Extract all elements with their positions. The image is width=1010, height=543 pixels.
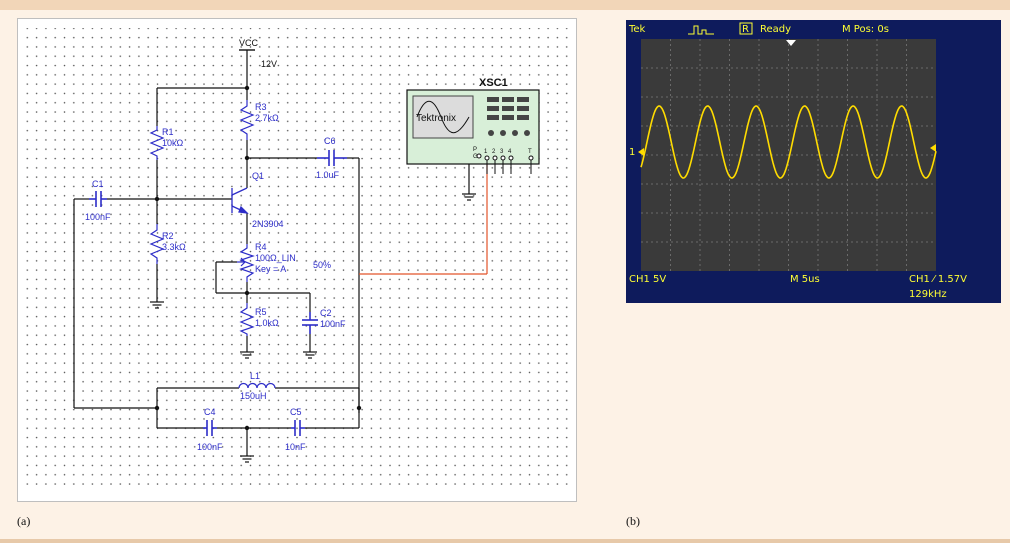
c2-name: C2 [320,308,332,318]
xsc1-term-1: 1 [484,149,488,155]
capacitor-c6 [317,150,347,166]
bottom-band [0,539,1010,543]
signal-trace [640,105,937,179]
r4-name: R4 [255,242,267,252]
r3-value: 2.7kΩ [255,113,279,123]
acquire-icon [688,25,714,35]
capacitor-c4 [203,420,217,436]
c6-value: 1.0uF [316,170,340,180]
transistor-q1 [231,187,249,214]
scope-mpos: M Pos: 0s [842,24,889,35]
oscilloscope-screen: Tek R Ready M Pos: 0s 1 CH1 5V M 5us CH1… [626,20,1001,303]
trigger-level-marker [930,144,936,152]
schematic-diagram: VCC 12V R1 10kΩ R2 3.3kΩ R3 2.7kΩ R5 1.0… [25,28,571,490]
scope-status: Ready [760,24,791,35]
r5-value: 1.0kΩ [255,318,279,328]
r1-name: R1 [162,127,174,137]
trigger-position-marker [786,40,796,46]
scope-grid [641,39,936,271]
timebase: M 5us [790,274,820,285]
xsc1-term-t: T [528,149,532,155]
q1-name: Q1 [252,171,264,181]
xsc1-term-2: 2 [492,149,496,155]
r4-percent: 50% [313,260,331,270]
channel-marker: 1 [629,147,635,158]
q1-part: 2N3904 [252,219,284,229]
r4-value: 100Ω_LIN [255,253,296,263]
c5-value: 10nF [285,442,306,452]
run-indicator-box [739,22,753,35]
c1-name: C1 [92,179,104,189]
r5-name: R5 [255,307,267,317]
panel-b-caption: (b) [626,514,640,528]
capacitor-c5 [291,420,305,436]
xsc1-label: XSC1 [479,77,508,89]
r4-key: Key = A [255,264,286,274]
ch1-scale: CH1 5V [629,274,666,285]
trigger-setting: CH1 ⁄ 1.57V [909,274,967,285]
scope-brand: Tek [628,24,646,35]
panel-a-caption: (a) [17,514,31,528]
ch1-ground-marker [638,148,644,156]
scope-instrument-xsc1: XSC1 Tektronix P G 1 2 3 4 T [406,77,540,174]
top-band [0,0,1010,10]
xsc1-term-3: 3 [500,149,504,155]
ground-symbols [150,193,476,463]
resistor-r5 [239,303,255,336]
c5-name: C5 [290,407,302,417]
junctions [154,85,362,431]
c6-name: C6 [324,136,336,146]
potentiometer-r4 [239,244,255,282]
r3-name: R3 [255,102,267,112]
capacitor-c2 [302,312,318,334]
resistor-r2 [149,224,165,264]
xsc1-term-g: G [473,154,478,160]
c4-name: C4 [204,407,216,417]
resistor-r1 [149,126,165,160]
xsc1-term-4: 4 [508,149,512,155]
vcc-label: VCC [239,38,259,48]
r1-value: 10kΩ [162,138,184,148]
xsc1-term-p: P [473,147,477,153]
tektronix-logo-text: Tektronix [416,113,456,124]
vcc-value: 12V [261,59,277,69]
c2-value: 100nF [320,319,346,329]
run-indicator: R [742,24,749,35]
frequency-readout: 129kHz [909,289,947,300]
c1-value: 100nF [85,212,111,222]
r2-name: R2 [162,231,174,241]
resistor-r3 [239,100,255,140]
l1-value: 150uH [240,391,267,401]
c4-value: 100nF [197,442,223,452]
r2-value: 3.3kΩ [162,242,186,252]
l1-name: L1 [250,371,260,381]
inductor-l1 [238,382,276,389]
capacitor-c1 [89,191,107,207]
